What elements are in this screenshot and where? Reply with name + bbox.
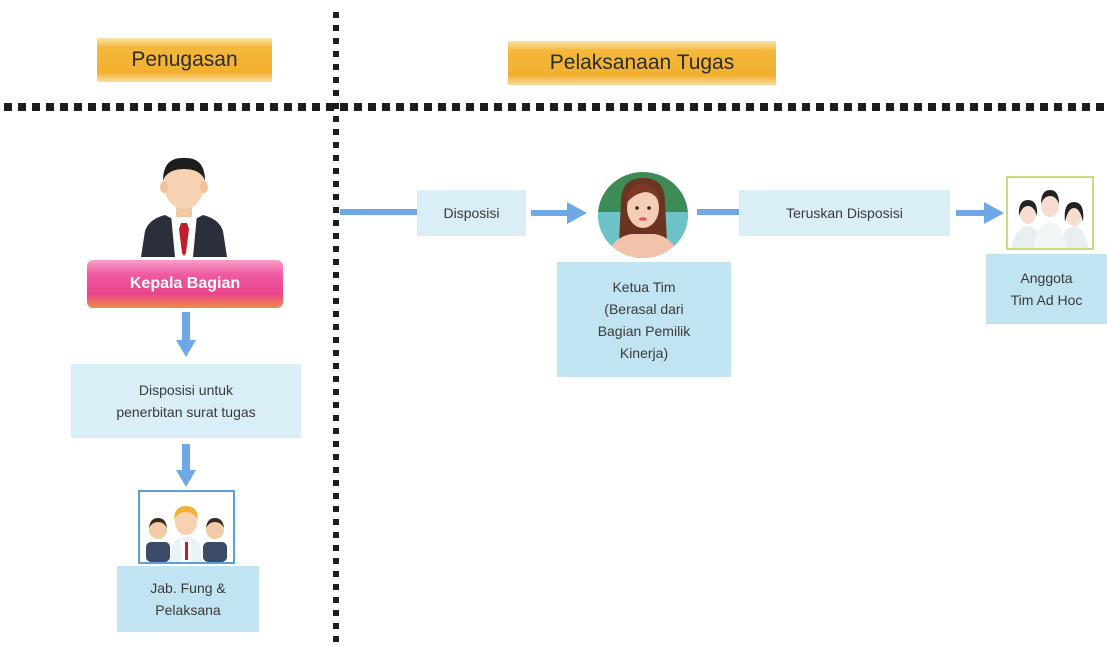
teruskan-disposisi-box: Teruskan Disposisi	[739, 190, 950, 236]
header-pelaksanaan-label: Pelaksanaan Tugas	[549, 51, 735, 74]
disposisi-surat-tugas-box: Disposisi untuk penerbitan surat tugas	[71, 364, 301, 438]
disposisi-box: Disposisi	[417, 190, 526, 236]
horizontal-separator	[4, 103, 1104, 111]
header-pelaksanaan-tugas: Pelaksanaan Tugas	[508, 41, 776, 85]
connector-line-1	[340, 209, 418, 215]
header-penugasan-label: Penugasan	[131, 48, 238, 71]
anggota-tim-box: Anggota Tim Ad Hoc	[986, 254, 1107, 324]
vertical-separator	[333, 12, 339, 647]
team-members-icon	[1006, 176, 1094, 250]
businessman-icon	[135, 153, 233, 257]
team-group-icon	[138, 490, 235, 564]
arrow-right-2	[956, 202, 1004, 224]
jab-fung-pelaksana-box: Jab. Fung & Pelaksana	[117, 566, 259, 632]
woman-avatar-icon	[597, 172, 689, 258]
ketua-tim-box: Ketua Tim (Berasal dari Bagian Pemilik K…	[557, 262, 731, 377]
header-penugasan: Penugasan	[97, 38, 272, 82]
disposisi-label: Disposisi	[443, 205, 500, 221]
kepala-bagian-label: Kepala Bagian	[129, 275, 241, 292]
arrow-down-2	[176, 444, 196, 487]
kepala-bagian-box: Kepala Bagian	[87, 260, 283, 308]
connector-line-2	[697, 209, 739, 215]
arrow-down-1	[176, 312, 196, 357]
teruskan-disposisi-label: Teruskan Disposisi	[786, 205, 903, 221]
arrow-right-1	[531, 202, 587, 224]
